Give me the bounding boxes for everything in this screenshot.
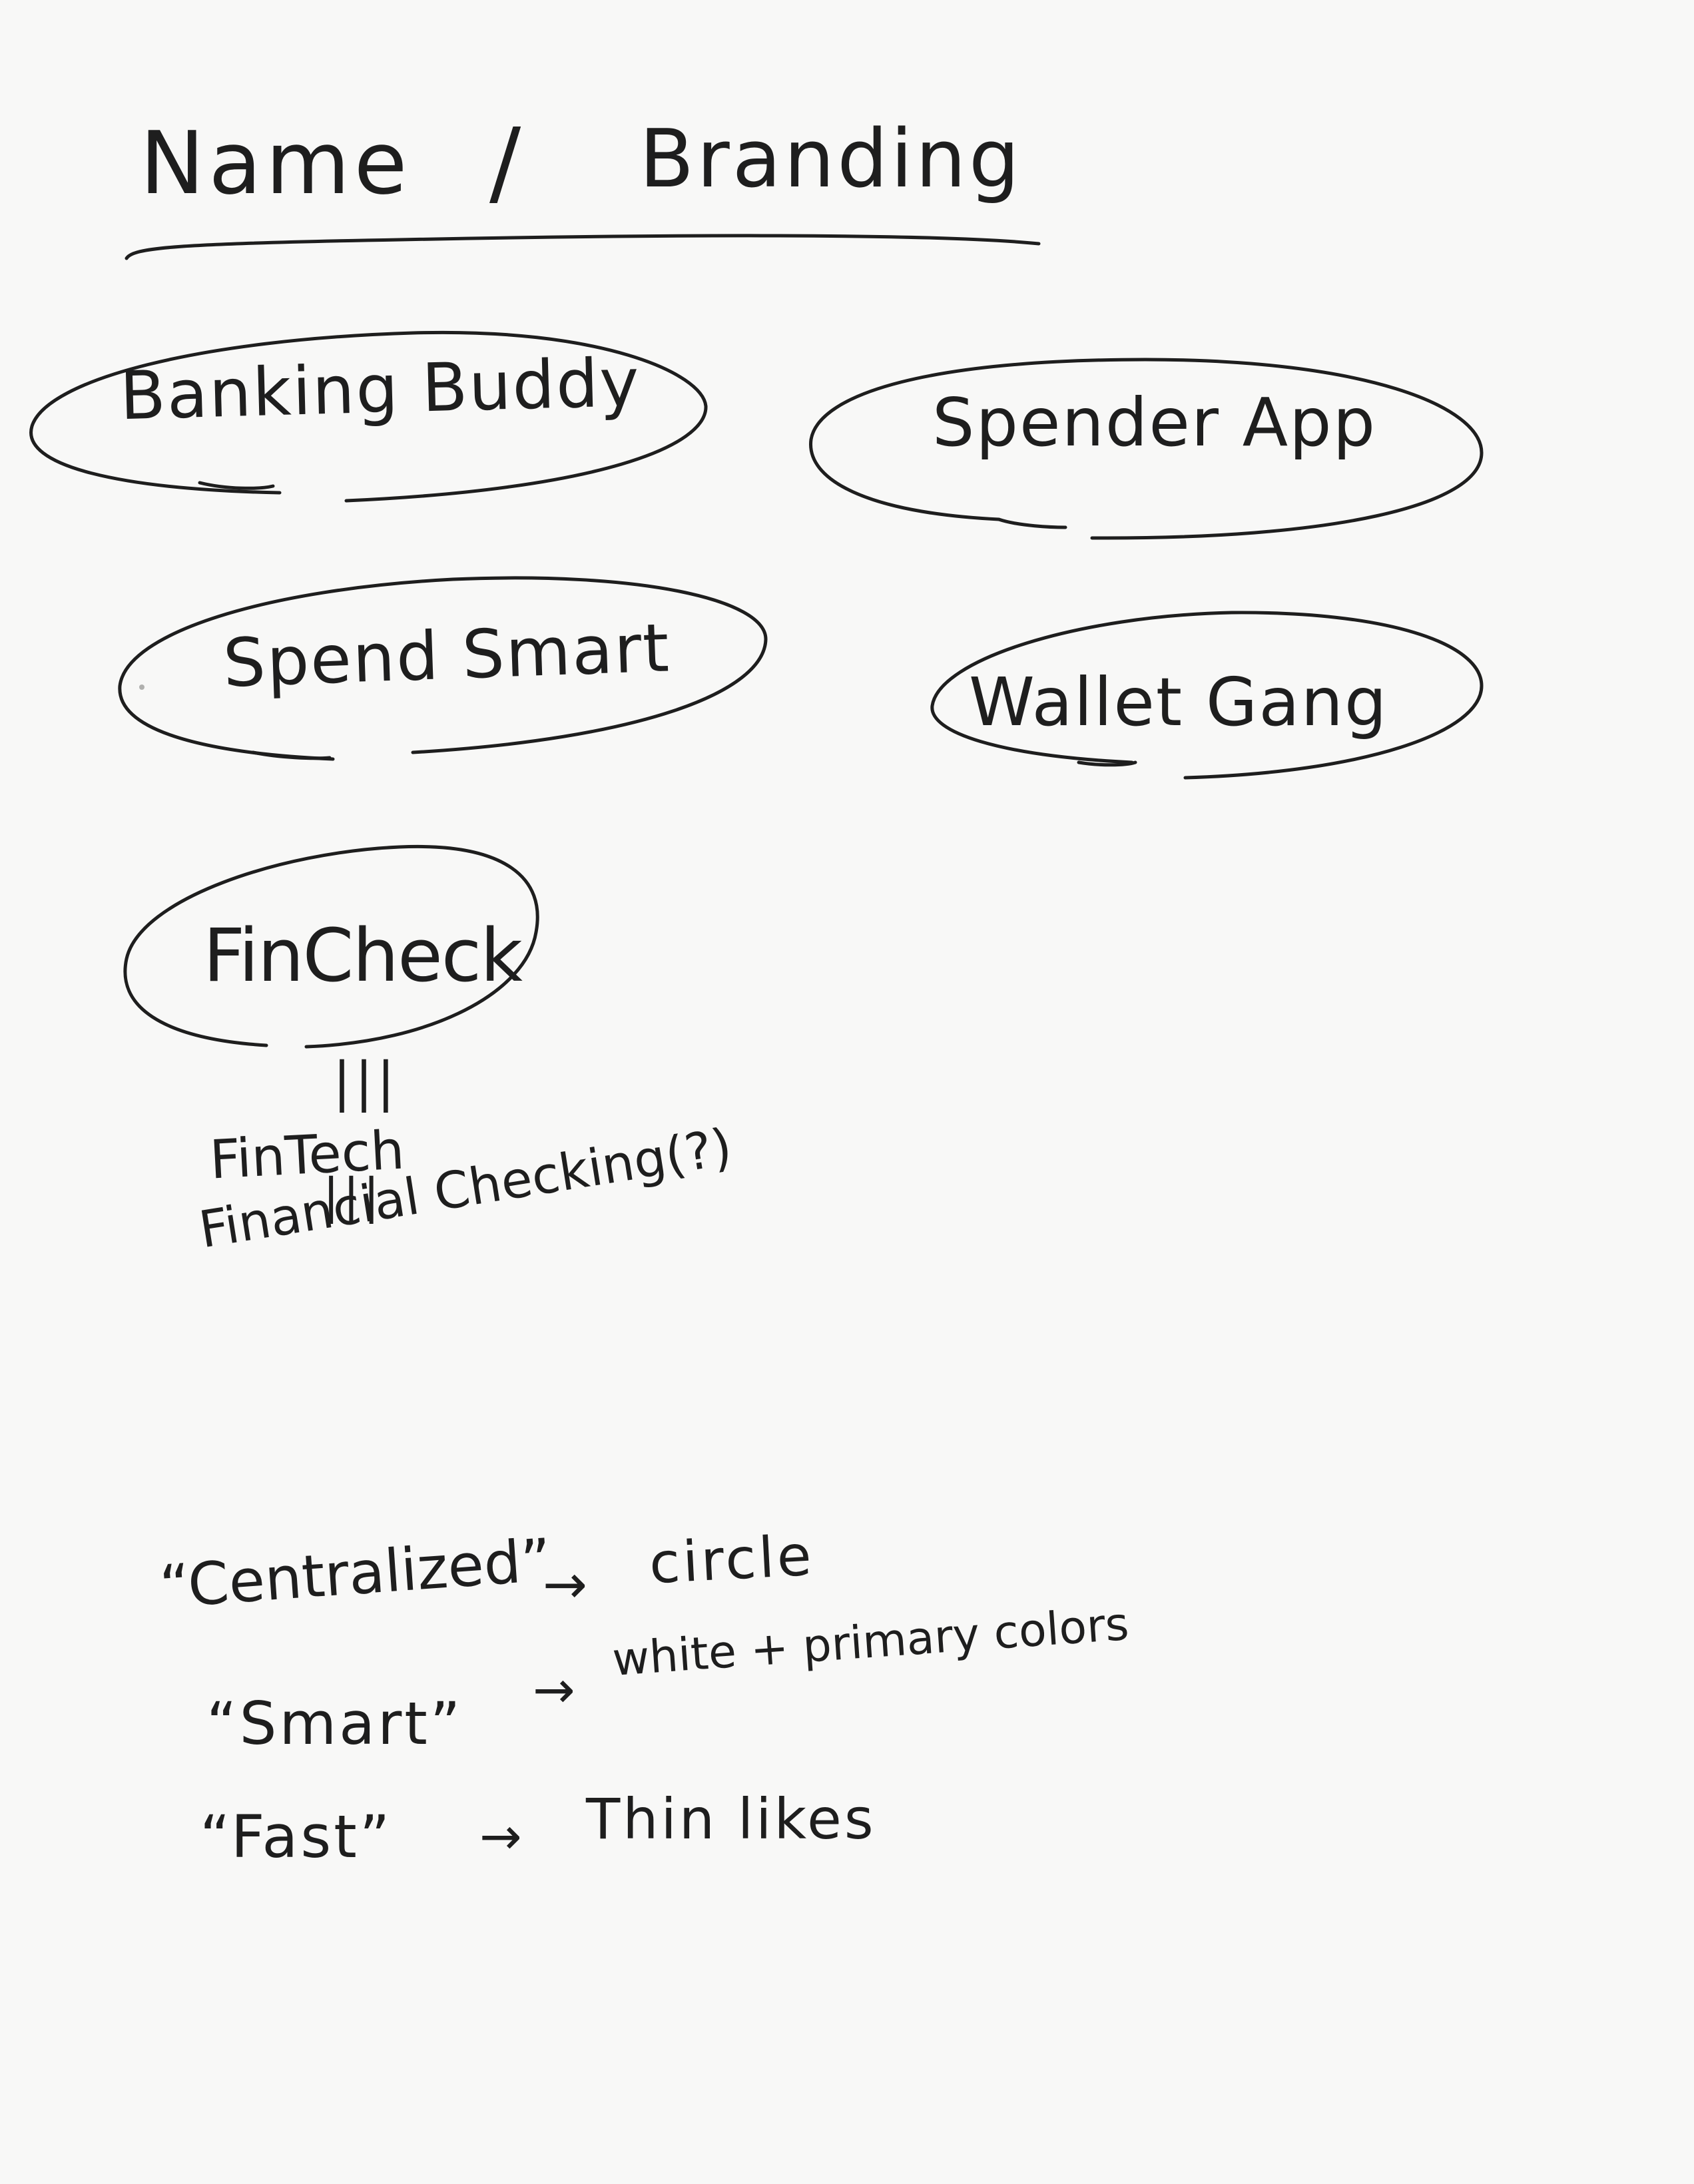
name-option-wallet-gang: Wallet Gang (969, 663, 1388, 741)
oval-wallet-gang-tail (1077, 760, 1137, 767)
oval-banking-buddy (29, 330, 708, 503)
branding-note-keyword: “Fast” (200, 1802, 393, 1871)
title-underline (125, 234, 1041, 260)
arrow-icon: → (479, 1806, 522, 1866)
oval-wallet-gang (930, 611, 1484, 780)
branding-note-keyword: “Smart” (206, 1689, 463, 1758)
equivalence-mark: ||| (323, 1168, 384, 1224)
title-branding: Branding (639, 113, 1022, 206)
oval-fincheck (123, 844, 539, 1049)
oval-spender-app (809, 358, 1484, 540)
name-option-spender-app: Spender App (932, 384, 1377, 461)
title-divider: / (489, 109, 521, 217)
name-option-fincheck: FinCheck (203, 913, 523, 998)
branding-note-value: circle (647, 1522, 816, 1597)
name-option-spend-smart: Spend Smart (222, 609, 672, 702)
equivalence-mark: ||| (333, 1051, 399, 1113)
title-name: Name (140, 113, 412, 214)
oval-banking-buddy-tail (198, 481, 275, 490)
arrow-icon: → (533, 1660, 575, 1719)
name-option-banking-buddy: Banking Buddy (119, 343, 642, 435)
oval-spend-smart (118, 576, 768, 761)
branding-note-value: Thin likes (586, 1786, 876, 1852)
oval-spender-app-tail (997, 517, 1067, 529)
arrow-icon: → (543, 1553, 588, 1615)
oval-spend-smart-tail (251, 750, 332, 760)
